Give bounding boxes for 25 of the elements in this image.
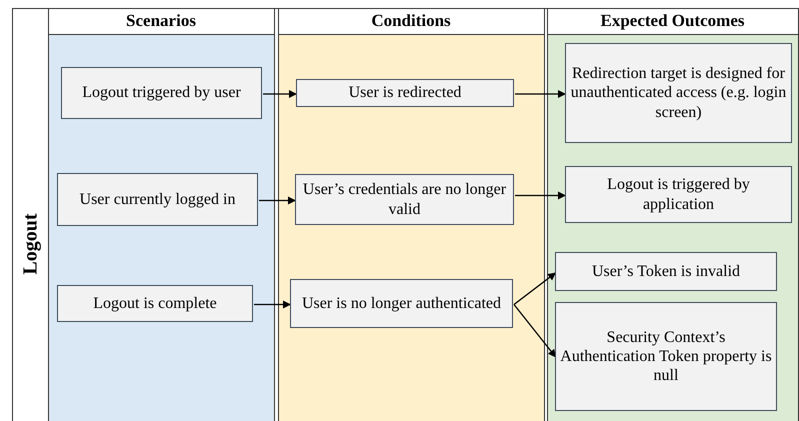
arrow (259, 196, 296, 204)
pool-title: Logout (20, 213, 42, 275)
lane-header: Conditions (278, 8, 544, 34)
process-box: User’s Token is invalid (555, 252, 777, 291)
process-box: Security Context’s Authentication Token property is null (555, 302, 777, 411)
arrow (254, 300, 291, 308)
process-box: Redirection target is designed for unauthenticated access (e.g. login screen) (565, 43, 792, 143)
arrow (515, 90, 566, 98)
process-box: Logout is complete (57, 285, 253, 322)
lane-header: Expected Outcomes (548, 8, 798, 34)
pool-frame (12, 8, 799, 421)
process-box: User is redirected (296, 79, 514, 107)
process-box: User currently logged in (57, 173, 258, 226)
process-box: User’s credentials are no longer valid (295, 174, 514, 225)
swimlane (546, 8, 798, 421)
arrow (514, 304, 556, 358)
process-box: Logout triggered by user (61, 67, 262, 119)
arrow (515, 192, 566, 200)
process-box: Logout is triggered by application (565, 166, 792, 223)
lane-header: Scenarios (48, 8, 274, 34)
arrow (514, 272, 556, 306)
swimlane (48, 8, 274, 421)
process-box: User is no longer authenticated (290, 279, 513, 328)
swimlane (278, 8, 544, 421)
arrow (263, 90, 297, 98)
